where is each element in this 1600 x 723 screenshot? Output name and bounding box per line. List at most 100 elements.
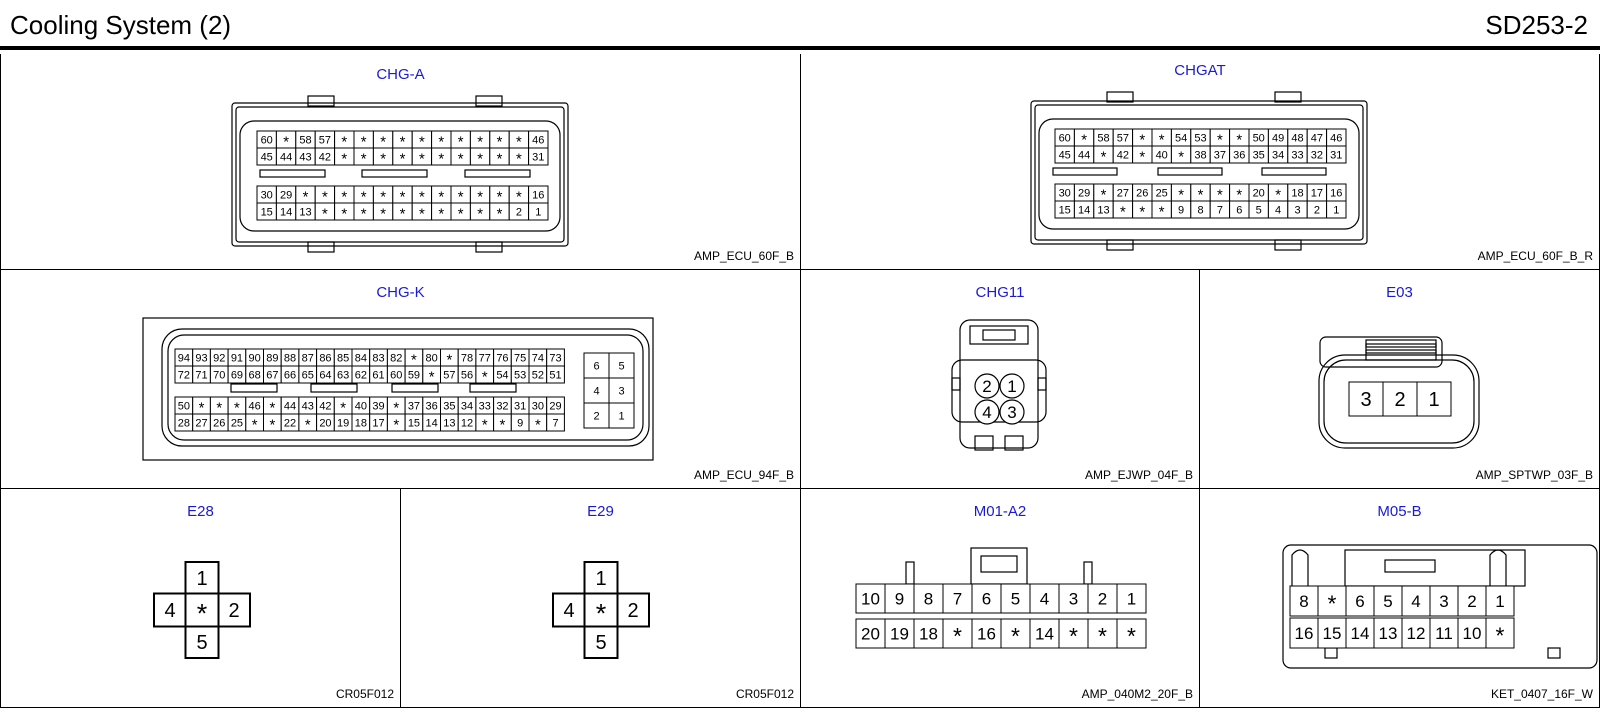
pin-number: 14 <box>1351 624 1370 643</box>
pin-cell <box>1289 617 1319 649</box>
housing-chga <box>231 95 569 253</box>
pin-number: 84 <box>355 352 367 364</box>
connector-name: E03 <box>1386 284 1413 301</box>
pin-number: 6 <box>982 590 991 609</box>
pin-unused: * <box>497 134 503 150</box>
panel-chgat: CHGAT AMP_ECU_60F_B_R <box>801 54 1600 270</box>
pin-number: 88 <box>284 352 296 364</box>
pin-number: 7 <box>552 417 558 429</box>
pin-number: 34 <box>1272 149 1284 161</box>
pin-unused: * <box>1069 623 1078 649</box>
pin-number: 56 <box>461 369 473 381</box>
pin-unused: * <box>1159 132 1165 148</box>
pin-number: 10 <box>861 590 880 609</box>
pin-cell <box>528 147 549 166</box>
pin-unused: * <box>596 598 607 628</box>
pin-number: 1 <box>595 568 606 590</box>
pin-unused: * <box>516 151 522 167</box>
pin-cell <box>1029 618 1060 649</box>
housing-chg11 <box>951 319 1047 451</box>
pin-number: 38 <box>1194 149 1206 161</box>
pin-unused: * <box>458 206 464 222</box>
pin-unused: * <box>341 134 347 150</box>
pin-cell <box>1401 585 1431 617</box>
pin-number: 47 <box>1311 132 1323 144</box>
pin-number: 70 <box>213 369 225 381</box>
connector-type: AMP_ECU_60F_B_R <box>1477 249 1593 263</box>
pin-number: 7 <box>1217 204 1223 216</box>
pin-number: 33 <box>479 400 491 412</box>
pin-number: 4 <box>563 600 574 622</box>
pin-number: 15 <box>1059 204 1071 216</box>
pin-number: 43 <box>302 400 314 412</box>
pin-number: 62 <box>355 369 367 381</box>
pin-number: 13 <box>299 206 311 218</box>
pin-number: 30 <box>532 400 544 412</box>
connector-type: AMP_040M2_20F_B <box>1081 687 1193 701</box>
panel-chga: CHG-A AMP_ECU_60F_B <box>0 54 801 270</box>
pin-number: 60 <box>390 369 402 381</box>
pin-number: 83 <box>372 352 384 364</box>
pin-number: 42 <box>1117 149 1129 161</box>
housing-chgat <box>1030 91 1368 251</box>
pin-unused: * <box>1127 623 1136 649</box>
connector-name: CHG-A <box>376 66 425 83</box>
pin-cell <box>583 402 610 429</box>
pin-number: 60 <box>261 134 273 146</box>
pin-number: 2 <box>228 600 239 622</box>
pin-number: 11 <box>1435 624 1453 643</box>
pin-number: 32 <box>1311 149 1323 161</box>
pin-number: 12 <box>1407 624 1426 643</box>
pin-cell <box>1058 583 1089 614</box>
pin-unused: * <box>283 134 289 150</box>
pin-number: 32 <box>496 400 508 412</box>
pin-number: 4 <box>164 600 175 622</box>
pin-cell <box>1000 618 1031 649</box>
pin-cell <box>1087 583 1118 614</box>
pin-unused: * <box>438 206 444 222</box>
pin-number: 13 <box>443 417 455 429</box>
panel-chg11: CHG11 AMP_EJWP_04F_B <box>801 270 1200 489</box>
connector-type: AMP_EJWP_04F_B <box>1084 468 1193 482</box>
pin-unused: * <box>458 151 464 167</box>
pin-number: 29 <box>280 189 292 201</box>
pin-cell <box>1345 585 1375 617</box>
pin-number: 29 <box>549 400 561 412</box>
pin-cell <box>185 625 219 659</box>
pin-unused: * <box>429 369 435 385</box>
panel-e28: E28 CR05F012 <box>0 489 401 708</box>
pin-number: 61 <box>372 369 384 381</box>
pin-number: 18 <box>355 417 367 429</box>
pin-unused: * <box>269 400 275 416</box>
pin-number: 5 <box>1256 204 1262 216</box>
pin-cell <box>1116 618 1147 649</box>
pin-unused: * <box>497 189 503 205</box>
pin-number: 16 <box>1330 187 1342 199</box>
connector-type: AMP_ECU_60F_B <box>693 249 794 263</box>
pin-number: 27 <box>195 417 207 429</box>
pin-number: 35 <box>443 400 455 412</box>
pin-unused: * <box>411 352 417 368</box>
pin-number: 50 <box>178 400 190 412</box>
pin-number: 52 <box>532 369 544 381</box>
pin-unused: * <box>380 206 386 222</box>
pin-unused: * <box>438 134 444 150</box>
pin-number: 25 <box>1156 187 1168 199</box>
pin-number: 44 <box>284 400 296 412</box>
pin-number: 9 <box>895 590 904 609</box>
pin-number: 71 <box>195 369 207 381</box>
pin-unused: * <box>1098 623 1107 649</box>
pin-number: 31 <box>1330 149 1342 161</box>
pin-number: 3 <box>1294 204 1300 216</box>
pin-unused: * <box>1081 132 1087 148</box>
pin-number: 3 <box>618 385 624 397</box>
pin-unused: * <box>1011 623 1020 649</box>
panel-chgk: CHG-K AMP_ECU_94F_B <box>0 270 801 489</box>
connector-type: CR05F012 <box>335 687 394 701</box>
page-code: SD253-2 <box>1485 10 1588 40</box>
pin-unused: * <box>1101 187 1107 203</box>
pin-unused: * <box>516 189 522 205</box>
pin-number: 85 <box>337 352 349 364</box>
pin-number: 94 <box>178 352 190 364</box>
